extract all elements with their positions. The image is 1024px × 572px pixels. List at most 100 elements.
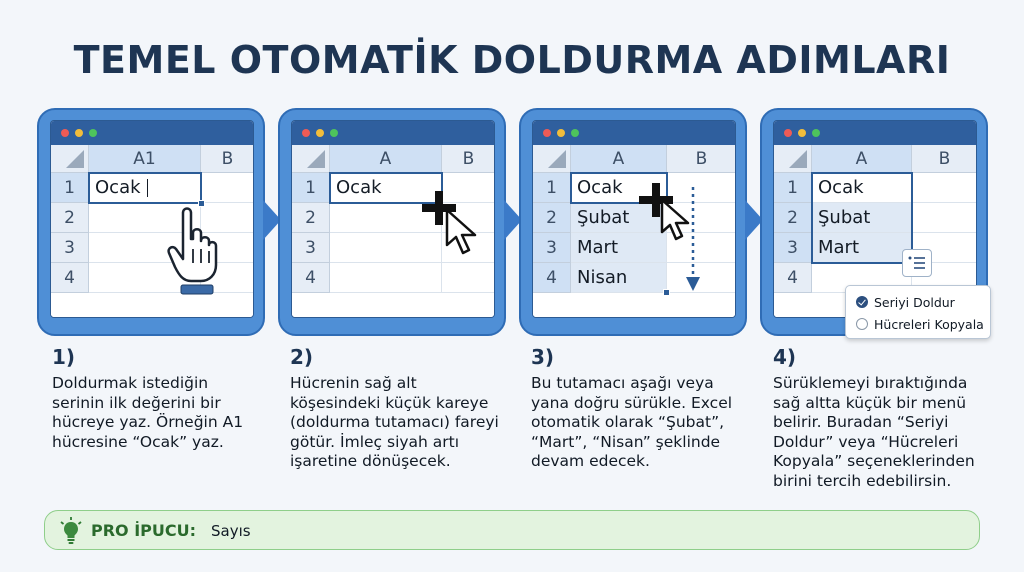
spreadsheet-grid: A1 B 1 2 3 4 Ocak	[51, 145, 253, 317]
autofill-options-button[interactable]	[902, 249, 932, 277]
step-4-number: 4)	[773, 345, 797, 369]
close-dot-icon[interactable]	[61, 129, 69, 137]
window-titlebar	[533, 121, 735, 145]
cell-b4[interactable]	[442, 263, 494, 293]
spreadsheet-window: A B 1 2 3 4 Ocak Şubat Mart Nisan	[532, 120, 736, 318]
row-header-3[interactable]: 3	[533, 233, 571, 263]
row-header-4[interactable]: 4	[533, 263, 571, 293]
step-2-panel: A B 1 2 3 4 Ocak	[278, 108, 506, 336]
step-4-text: Sürüklemeyi bıraktığında sağ altta küçük…	[773, 374, 975, 490]
cell-a2[interactable]: Şubat	[571, 203, 667, 233]
cell-b1[interactable]	[667, 173, 735, 203]
cell-a2[interactable]: Şubat	[812, 203, 912, 233]
row-header-3[interactable]: 3	[51, 233, 89, 263]
autofill-options-icon	[908, 256, 925, 269]
cell-a3[interactable]: Mart	[812, 233, 912, 263]
cell-a4[interactable]	[330, 263, 442, 293]
column-header-a[interactable]: A	[812, 145, 912, 173]
row-header-2[interactable]: 2	[774, 203, 812, 233]
cell-a3[interactable]	[330, 233, 442, 263]
cell-b2[interactable]	[667, 203, 735, 233]
text-caret	[146, 178, 149, 197]
row-header-1[interactable]: 1	[292, 173, 330, 203]
step-3-panel: A B 1 2 3 4 Ocak Şubat Mart Nisan	[519, 108, 747, 336]
column-header-b[interactable]: B	[442, 145, 494, 173]
page-title: TEMEL OTOMATİK DOLDURMA ADIMLARI	[73, 38, 951, 82]
cell-b1[interactable]	[201, 173, 253, 203]
minimize-dot-icon[interactable]	[798, 129, 806, 137]
column-header-a[interactable]: A1	[89, 145, 201, 173]
row-header-3[interactable]: 3	[774, 233, 812, 263]
row-header-1[interactable]: 1	[533, 173, 571, 203]
autofill-options-menu: Seriyi Doldur Hücreleri Kopyala	[845, 285, 991, 339]
select-all-corner[interactable]	[51, 145, 89, 173]
minimize-dot-icon[interactable]	[316, 129, 324, 137]
row-header-1[interactable]: 1	[774, 173, 812, 203]
row-header-2[interactable]: 2	[533, 203, 571, 233]
cell-b3[interactable]	[201, 233, 253, 263]
menu-item-label: Hücreleri Kopyala	[874, 316, 984, 332]
cell-a3[interactable]: Mart	[571, 233, 667, 263]
step-arrow-icon	[745, 200, 763, 240]
menu-item-copy-cells[interactable]: Hücreleri Kopyala	[856, 315, 984, 333]
row-header-4[interactable]: 4	[51, 263, 89, 293]
close-dot-icon[interactable]	[302, 129, 310, 137]
fill-handle[interactable]	[198, 200, 205, 207]
cell-b4[interactable]	[201, 263, 253, 293]
row-header-3[interactable]: 3	[292, 233, 330, 263]
cell-b3[interactable]	[442, 233, 494, 263]
cell-a1[interactable]: Ocak	[89, 173, 201, 203]
cell-a1-value: Ocak	[95, 177, 141, 198]
column-header-a[interactable]: A	[330, 145, 442, 173]
step-1-panel: A1 B 1 2 3 4 Ocak	[37, 108, 265, 336]
radio-unselected-icon[interactable]	[856, 318, 868, 330]
pro-tip-banner: PRO İPUCU: Sayıs	[44, 510, 980, 550]
close-dot-icon[interactable]	[543, 129, 551, 137]
spreadsheet-grid: A B 1 2 3 4 Ocak Şubat Mart Nisan	[533, 145, 735, 317]
spreadsheet-window: A B 1 2 3 4 Ocak	[291, 120, 495, 318]
step-3-number: 3)	[531, 345, 555, 369]
cell-b2[interactable]	[201, 203, 253, 233]
minimize-dot-icon[interactable]	[75, 129, 83, 137]
maximize-dot-icon[interactable]	[812, 129, 820, 137]
cell-b1[interactable]	[912, 173, 976, 203]
fill-handle[interactable]	[663, 289, 670, 296]
maximize-dot-icon[interactable]	[330, 129, 338, 137]
dotted-down-arrow-icon	[686, 187, 700, 291]
select-all-corner[interactable]	[533, 145, 571, 173]
cell-b1[interactable]	[442, 173, 494, 203]
maximize-dot-icon[interactable]	[89, 129, 97, 137]
close-dot-icon[interactable]	[784, 129, 792, 137]
row-header-2[interactable]: 2	[51, 203, 89, 233]
step-2-number: 2)	[290, 345, 314, 369]
radio-selected-icon[interactable]	[856, 296, 868, 308]
column-header-b[interactable]: B	[912, 145, 976, 173]
cell-b4[interactable]	[667, 263, 735, 293]
step-arrow-icon	[263, 200, 281, 240]
cell-a4[interactable]: Nisan	[571, 263, 667, 293]
select-all-corner[interactable]	[292, 145, 330, 173]
pro-tip-text: Sayıs	[211, 522, 251, 540]
maximize-dot-icon[interactable]	[571, 129, 579, 137]
cell-b2[interactable]	[912, 203, 976, 233]
spreadsheet-window: A B 1 2 3 4 Ocak Şubat Mart	[773, 120, 977, 318]
column-header-a[interactable]: A	[571, 145, 667, 173]
column-header-b[interactable]: B	[201, 145, 253, 173]
row-header-4[interactable]: 4	[774, 263, 812, 293]
step-3-text: Bu tutamacı aşağı veya yana doğru sürükl…	[531, 374, 733, 470]
cell-a1[interactable]: Ocak	[812, 173, 912, 203]
select-all-corner[interactable]	[774, 145, 812, 173]
spreadsheet-grid: A B 1 2 3 4 Ocak	[292, 145, 494, 317]
menu-item-fill-series[interactable]: Seriyi Doldur	[856, 293, 955, 311]
column-header-b[interactable]: B	[667, 145, 735, 173]
step-arrow-icon	[504, 200, 522, 240]
step-1-number: 1)	[52, 345, 76, 369]
step-4-panel: A B 1 2 3 4 Ocak Şubat Mart	[760, 108, 988, 336]
row-header-2[interactable]: 2	[292, 203, 330, 233]
row-header-4[interactable]: 4	[292, 263, 330, 293]
cell-b3[interactable]	[667, 233, 735, 263]
minimize-dot-icon[interactable]	[557, 129, 565, 137]
row-header-1[interactable]: 1	[51, 173, 89, 203]
cell-a2[interactable]	[89, 203, 201, 233]
cell-b3[interactable]	[912, 233, 976, 263]
